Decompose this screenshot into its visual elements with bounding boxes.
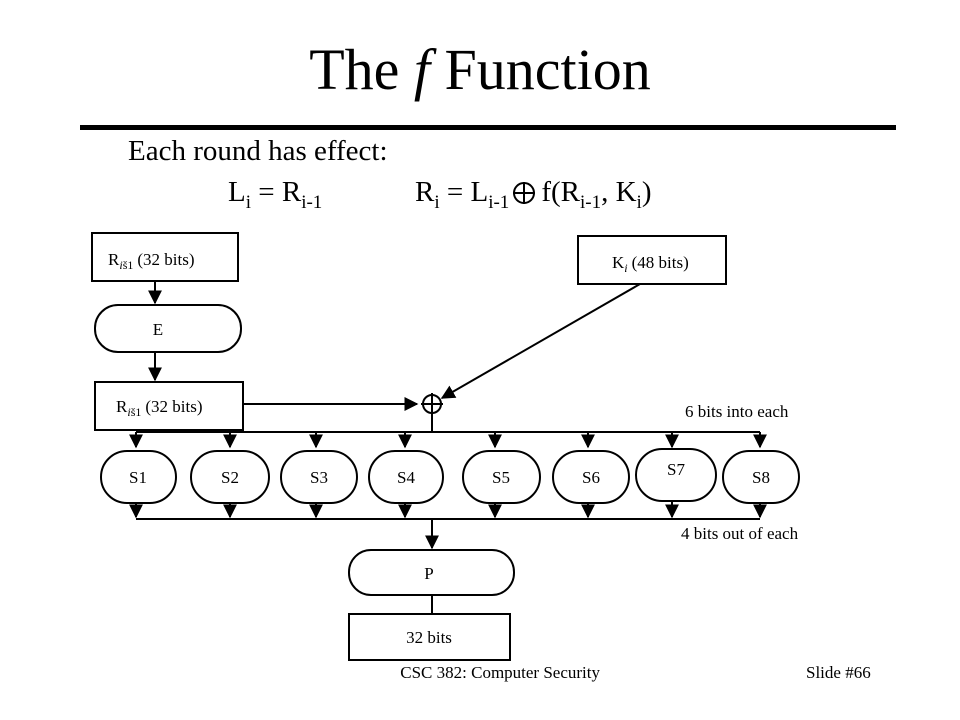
footer-course: CSC 382: Computer Security bbox=[400, 663, 600, 682]
r-expanded-box bbox=[94, 381, 244, 431]
sbox-6 bbox=[552, 450, 630, 504]
sbox-6-label: S6 bbox=[582, 468, 600, 487]
sbox-4-label: S4 bbox=[397, 468, 415, 487]
arrow-k-to-xor bbox=[440, 283, 641, 399]
sbox-1 bbox=[100, 450, 177, 504]
sbox-5 bbox=[462, 450, 541, 504]
title-divider bbox=[80, 125, 896, 130]
expansion-e bbox=[94, 304, 242, 353]
sbox-8-label: S8 bbox=[752, 468, 770, 487]
sbox-5-label: S5 bbox=[492, 468, 510, 487]
output-box bbox=[348, 613, 511, 661]
footer-slide-number: Slide #66 bbox=[806, 663, 871, 682]
r-input-box bbox=[91, 232, 239, 282]
xor-symbol bbox=[513, 182, 536, 204]
r-input-label: Riš1(32 bits) bbox=[108, 250, 195, 272]
expansion-label: E bbox=[153, 320, 163, 339]
sbox-3 bbox=[280, 450, 358, 504]
intro-text: Each round has effect: bbox=[128, 135, 388, 167]
sbox-2-label: S2 bbox=[221, 468, 239, 487]
r-expanded-label: Riš1(32 bits) bbox=[116, 397, 203, 419]
output-bits-label: 4 bits out of each bbox=[681, 524, 799, 543]
sbox-7 bbox=[635, 448, 717, 502]
key-label: Ki(48 bits) bbox=[612, 253, 689, 275]
key-box bbox=[577, 235, 727, 285]
sbox-output-arrows bbox=[129, 501, 767, 519]
sbox-1-label: S1 bbox=[129, 468, 147, 487]
permutation-label: P bbox=[424, 564, 433, 583]
equation-left: Li = Ri-1 bbox=[228, 176, 323, 213]
output-box-label: 32 bits bbox=[406, 628, 452, 647]
sbox-input-arrows bbox=[129, 432, 767, 449]
input-bits-label: 6 bits into each bbox=[685, 402, 789, 421]
xor-circle bbox=[421, 393, 443, 415]
sbox-3-label: S3 bbox=[310, 468, 328, 487]
slide-title: The f Function bbox=[309, 37, 651, 102]
sbox-7-label: S7 bbox=[667, 460, 685, 479]
